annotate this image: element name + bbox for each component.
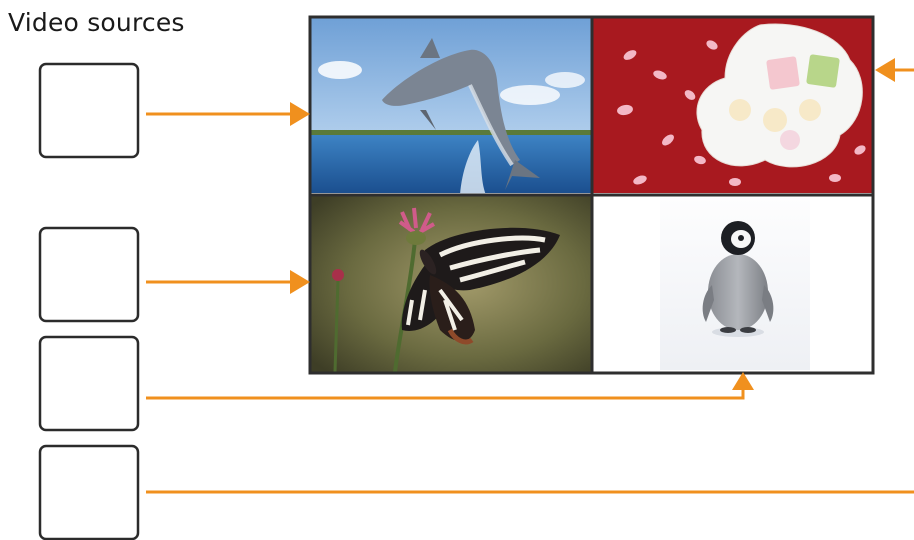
quadrant-dolphin-image [311, 18, 592, 195]
video-source-box-4 [38, 444, 140, 540]
quadrant-butterfly-image [311, 195, 592, 373]
video-source-box-3 [38, 335, 140, 432]
arrow-source-1-to-dolphin [146, 102, 310, 126]
arrow-input-to-wagashi [875, 58, 914, 82]
diagram-title: Video sources [8, 8, 185, 37]
arrow-source-3-to-penguin [146, 372, 754, 400]
quadrant-penguin-image [592, 195, 872, 372]
quadrant-wagashi-image [592, 18, 872, 193]
video-source-box-1 [38, 62, 140, 159]
arrow-source-2-to-butterfly [146, 270, 310, 294]
video-source-box-2 [38, 226, 140, 323]
